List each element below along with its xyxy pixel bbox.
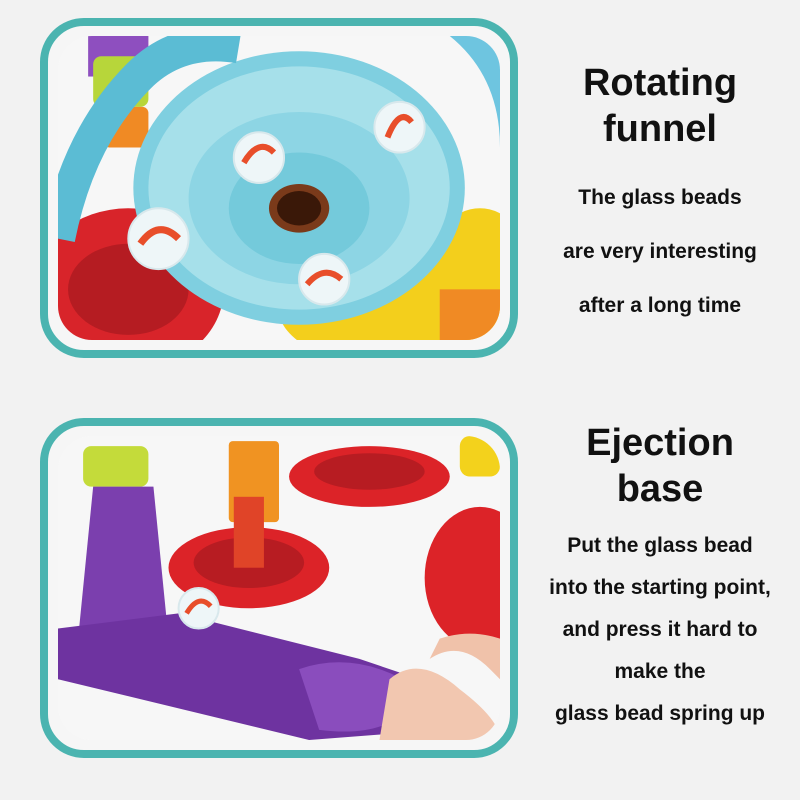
ejection-base-caption: Ejection base Put the glass bead into th… bbox=[525, 420, 795, 726]
caption-line: glass bead spring up bbox=[554, 702, 766, 725]
ejection-base-photo bbox=[58, 436, 500, 740]
rotating-funnel-caption: Rotating funnel The glass beads are very… bbox=[525, 60, 795, 318]
caption-line: The glass beads bbox=[578, 186, 742, 209]
ejection-base-photo-frame bbox=[40, 418, 518, 758]
caption-line: after a long time bbox=[578, 294, 742, 317]
caption-line: Put the glass bead bbox=[567, 534, 753, 557]
rotating-funnel-illustration bbox=[58, 36, 500, 340]
caption-line: make the bbox=[614, 660, 706, 683]
ejection-base-illustration bbox=[58, 436, 500, 740]
caption-heading-line: Ejection bbox=[586, 422, 734, 464]
glass-bead-shape bbox=[177, 586, 220, 630]
caption-line: into the starting point, bbox=[549, 576, 771, 599]
hand-shape bbox=[379, 668, 500, 740]
caption-line: and press it hard to bbox=[562, 618, 758, 641]
glass-bead-shapes bbox=[127, 100, 426, 306]
caption-heading-line: base bbox=[616, 468, 704, 510]
lime-cap-shape bbox=[83, 446, 149, 487]
caption-heading-line: Rotating bbox=[582, 62, 738, 104]
rotating-funnel-photo-frame bbox=[40, 18, 518, 358]
purple-tower-shape bbox=[78, 486, 169, 639]
caption-line: are very interesting bbox=[563, 240, 757, 263]
rotating-funnel-photo bbox=[58, 36, 500, 340]
caption-heading-line: funnel bbox=[603, 108, 717, 150]
